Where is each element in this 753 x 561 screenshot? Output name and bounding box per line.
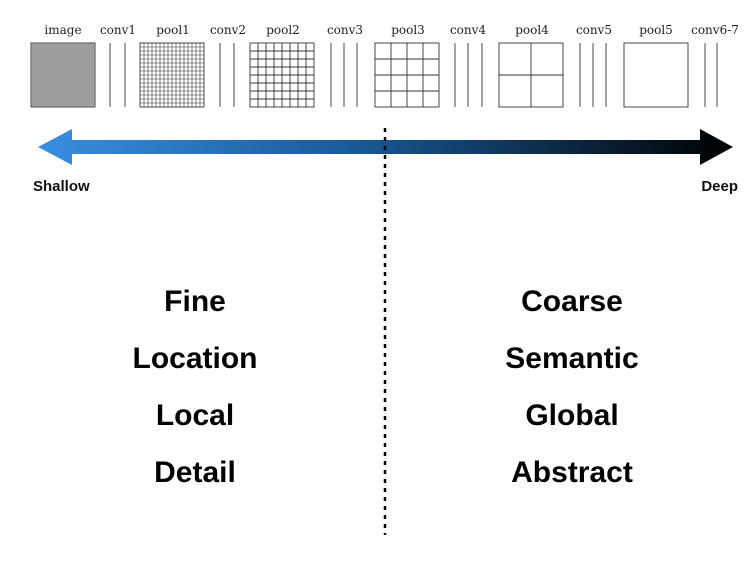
property-abstract: Abstract xyxy=(511,456,633,489)
stage-pool1: pool1 xyxy=(139,23,205,108)
stage-pool2: pool2 xyxy=(249,23,315,108)
stage-label: conv5 xyxy=(576,23,612,37)
stage-label: conv1 xyxy=(100,23,136,37)
stage-conv3: conv3 xyxy=(327,23,363,107)
deep-label: Deep xyxy=(701,178,738,195)
stage-pool5: pool5 xyxy=(623,23,689,108)
stage-label: conv6-7 xyxy=(691,23,739,37)
property-detail: Detail xyxy=(154,456,236,489)
property-coarse: Coarse xyxy=(521,285,623,318)
network-pipeline: image conv1 pool1 conv2 pool2 conv3 pool3 conv4… xyxy=(30,23,739,108)
stage-conv5: conv5 xyxy=(576,23,612,107)
stage-label: conv3 xyxy=(327,23,363,37)
stage-label: pool1 xyxy=(156,23,190,37)
stage-pool4: pool4 xyxy=(498,23,564,108)
property-semantic: Semantic xyxy=(505,342,639,375)
stage-pool3: pool3 xyxy=(374,23,440,108)
property-fine: Fine xyxy=(164,285,226,318)
stage-conv1: conv1 xyxy=(100,23,136,107)
stage-label: conv2 xyxy=(210,23,246,37)
stage-image: image xyxy=(30,23,96,108)
stage-conv6-7: conv6-7 xyxy=(691,23,739,107)
property-local: Local xyxy=(155,399,235,432)
stage-label: image xyxy=(44,23,81,37)
property-location: Location xyxy=(132,342,258,375)
feature-map-grid xyxy=(623,42,689,108)
stage-label: conv4 xyxy=(450,23,486,37)
stage-conv4: conv4 xyxy=(450,23,486,107)
stage-label: pool5 xyxy=(639,23,673,37)
property-global: Global xyxy=(525,399,619,432)
stage-conv2: conv2 xyxy=(210,23,246,107)
stage-label: pool4 xyxy=(515,23,549,37)
shallow-label: Shallow xyxy=(33,178,90,195)
stage-label: pool2 xyxy=(266,23,300,37)
stage-label: pool3 xyxy=(391,23,425,37)
